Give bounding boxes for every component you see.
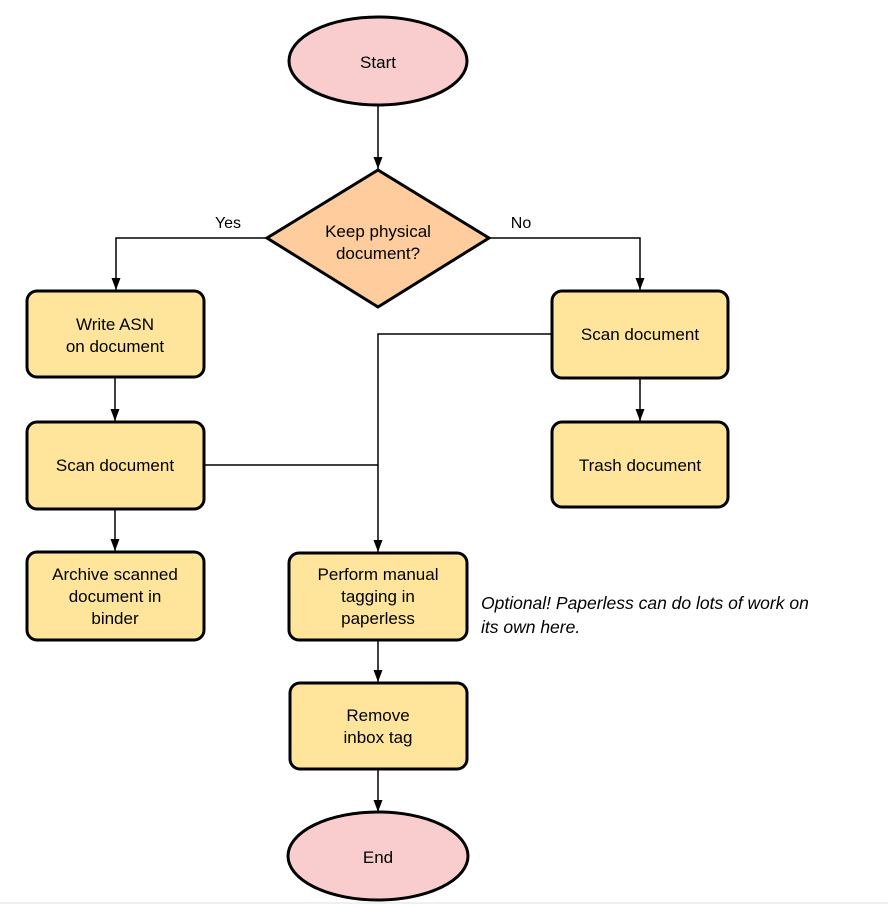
archive-node [25,550,206,642]
optional-note-line-1: Optional! Paperless can do lots of work … [481,593,809,613]
yes-branch-label: Yes [215,215,241,232]
archive-label-line-1: Archive scanned [52,565,178,584]
scan-document-left-label: Scan document [56,456,174,475]
start-label: Start [360,53,396,72]
start-node [287,15,469,107]
manual-tagging-label-line-2: tagging in [341,587,415,606]
edge-decision-yes [111,237,267,290]
manual-tagging-node [287,551,469,642]
archive-label-line-3: binder [91,609,139,628]
archive-label-line-2: document in [69,587,162,606]
scan-document-right-label: Scan document [581,325,699,344]
decision-label-line-2: document? [336,244,420,263]
write-asn-label-line-1: Write ASN [76,315,154,334]
edge-decision-no [489,237,645,290]
scan-document-left-node [25,420,206,511]
optional-note-line-2: its own here. [481,617,580,637]
edge-scanright-to-tagging [373,333,552,552]
scan-document-right-node [550,289,730,380]
manual-tagging-label-line-3: paperless [341,609,415,628]
write-asn-node [25,289,206,379]
end-label: End [363,848,393,867]
remove-inbox-tag-node [288,681,469,771]
trash-document-node [550,420,730,509]
decision-label-line-1: Keep physical [325,222,431,241]
end-node [286,810,470,902]
no-branch-label: No [511,215,532,232]
write-asn-label-line-2: on document [66,337,165,356]
decision-node [264,168,492,309]
remove-inbox-tag-label-line-2: inbox tag [344,728,413,747]
manual-tagging-label-line-1: Perform manual [318,565,439,584]
remove-inbox-tag-label-line-1: Remove [346,706,409,725]
trash-document-label: Trash document [579,456,701,475]
